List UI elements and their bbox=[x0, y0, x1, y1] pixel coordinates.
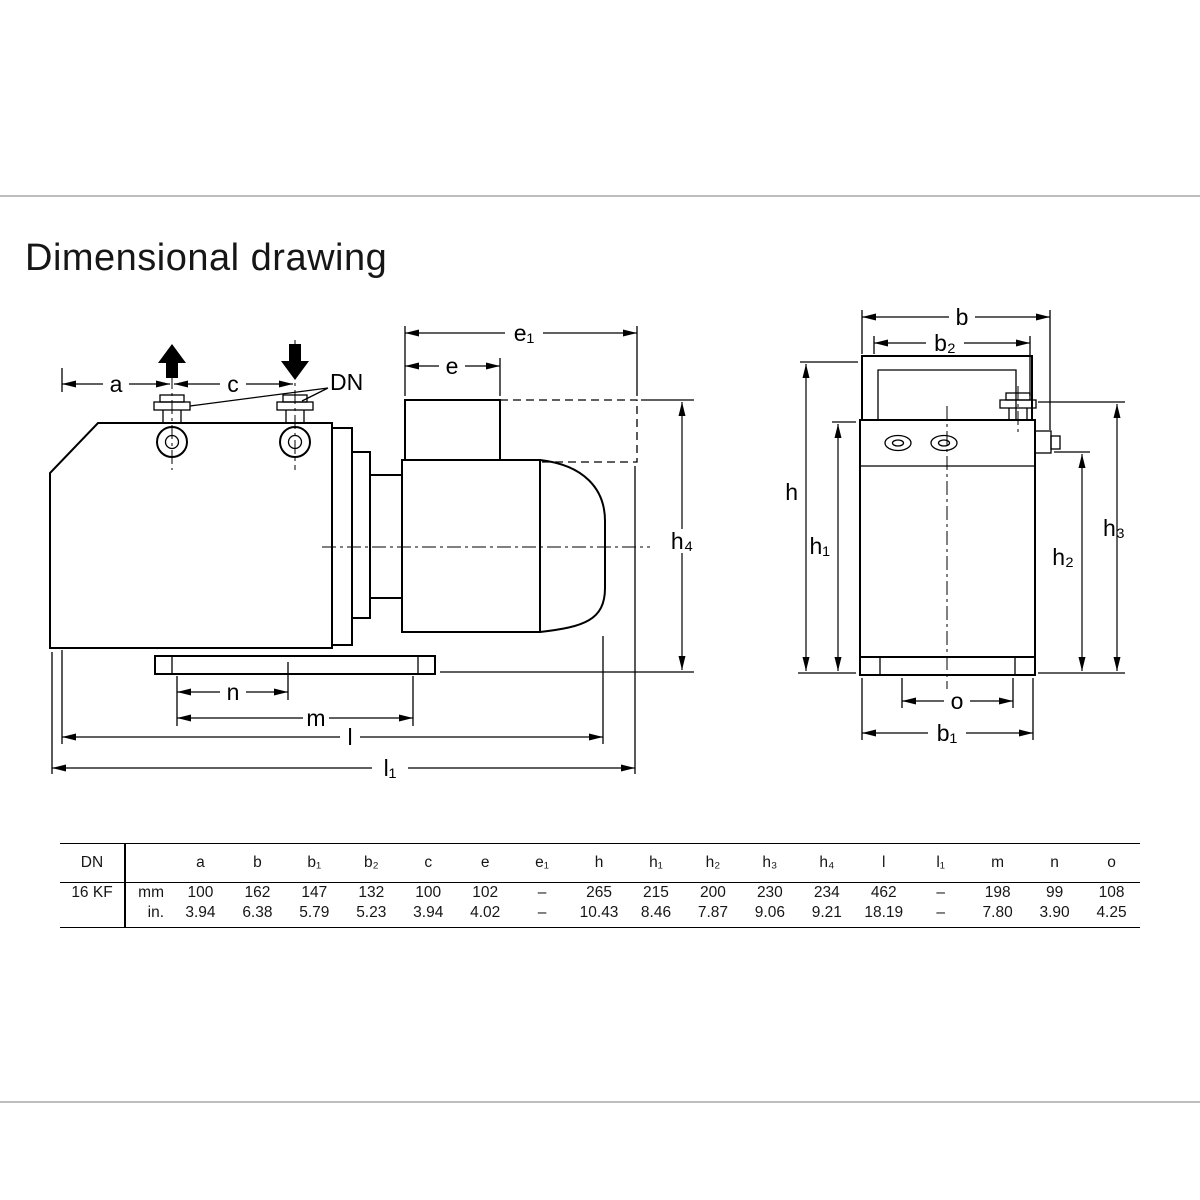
front-view: b b₂ h h₁ h₂ h₃ o b₁ bbox=[785, 304, 1125, 746]
exhaust-arrow-icon bbox=[281, 344, 309, 380]
dim-label-n: n bbox=[227, 679, 240, 705]
unit-label: mm bbox=[138, 884, 164, 901]
col-header-l1: l₁ bbox=[936, 854, 946, 871]
gas-ballast-knob bbox=[1034, 430, 1052, 454]
table-cell: 162 bbox=[244, 884, 271, 901]
table-cell: 5.79 bbox=[299, 904, 330, 921]
table-cell: 18.19 bbox=[864, 904, 904, 921]
table-cell: 3.94 bbox=[185, 904, 216, 921]
dim-label-m: m bbox=[306, 705, 325, 731]
col-header-l: l bbox=[882, 854, 886, 871]
table-cell: 147 bbox=[301, 884, 328, 901]
dim-label-b1: b₁ bbox=[937, 720, 958, 746]
terminal-box bbox=[404, 399, 501, 461]
base-plate-front bbox=[859, 656, 1036, 676]
dim-label-l: l bbox=[347, 724, 352, 750]
table-cell: 9.06 bbox=[754, 904, 785, 921]
pump-body-outline bbox=[49, 422, 333, 649]
pump-body-front bbox=[859, 419, 1036, 658]
col-header-a: a bbox=[196, 854, 205, 871]
page-title: Dimensional drawing bbox=[25, 237, 388, 279]
table-row-in: in. 3.94 6.38 5.79 5.23 3.94 4.02 – 10.4… bbox=[60, 903, 1140, 923]
dimension-table: DN a b b₁ b₂ c e e₁ h h₁ h₂ h₃ h₄ l l₁ m… bbox=[60, 843, 1140, 928]
col-header-h: h bbox=[594, 854, 604, 871]
col-header-h1: h₁ bbox=[649, 854, 663, 871]
dim-label-b: b bbox=[956, 304, 969, 330]
table-cell: 100 bbox=[415, 884, 442, 901]
top-divider bbox=[0, 195, 1200, 197]
dim-label-a: a bbox=[110, 371, 123, 397]
motor-body bbox=[401, 459, 541, 633]
side-view: a c DN e e₁ h₄ n m l l₁ bbox=[49, 320, 702, 781]
table-cell: 3.90 bbox=[1039, 904, 1070, 921]
table-cell: 215 bbox=[643, 884, 669, 901]
table-cell: 132 bbox=[358, 884, 385, 901]
col-header-b1: b₁ bbox=[307, 854, 322, 871]
dim-label-h1: h₁ bbox=[809, 533, 830, 559]
table-cell: 6.38 bbox=[242, 904, 273, 921]
col-header-h2: h₂ bbox=[705, 854, 721, 871]
table-cell: 462 bbox=[870, 884, 897, 901]
col-header-c: c bbox=[424, 854, 433, 871]
table-cell: 4.25 bbox=[1096, 904, 1127, 921]
table-cell: 99 bbox=[1045, 884, 1064, 901]
alternate-position-dashed bbox=[500, 399, 638, 463]
table-cell: 8.46 bbox=[640, 904, 672, 921]
right-port-flange bbox=[276, 401, 314, 411]
dim-label-h: h bbox=[785, 479, 798, 505]
col-header-h4: h₄ bbox=[819, 854, 835, 871]
dim-label-e: e bbox=[446, 353, 459, 379]
col-header-b2: b₂ bbox=[363, 854, 379, 871]
dim-label-l1: l₁ bbox=[384, 755, 397, 781]
table-cell: 230 bbox=[756, 884, 783, 901]
dim-label-e1: e₁ bbox=[514, 320, 535, 346]
left-port-flange bbox=[153, 401, 191, 411]
dn-value: 16 KF bbox=[71, 884, 113, 901]
table-cell: 100 bbox=[187, 884, 214, 901]
table-cell: – bbox=[936, 904, 946, 921]
table-cell: 108 bbox=[1098, 884, 1125, 901]
col-header-e1: e₁ bbox=[535, 854, 550, 871]
table-cell: 9.21 bbox=[811, 904, 842, 921]
handle-outline bbox=[861, 355, 1033, 420]
col-header-h3: h₃ bbox=[762, 854, 778, 871]
table-cell: 3.94 bbox=[413, 904, 444, 921]
front-port-flange bbox=[999, 399, 1037, 409]
dim-label-o: o bbox=[951, 688, 964, 714]
table-divider-line bbox=[124, 844, 126, 927]
col-header-o: o bbox=[1107, 854, 1116, 871]
col-header-m: m bbox=[991, 854, 1005, 871]
bottom-divider bbox=[0, 1101, 1200, 1103]
base-plate bbox=[154, 655, 436, 675]
table-cell: 102 bbox=[472, 884, 499, 901]
col-header-dn: DN bbox=[80, 854, 104, 871]
motor-end-bell bbox=[539, 459, 606, 633]
col-header-e: e bbox=[480, 854, 490, 871]
table-cell: – bbox=[936, 884, 946, 901]
table-cell: 198 bbox=[984, 884, 1011, 901]
table-cell: 265 bbox=[586, 884, 612, 901]
table-cell: 234 bbox=[813, 884, 840, 901]
dim-label-b2: b₂ bbox=[934, 330, 956, 356]
dim-label-h4: h₄ bbox=[671, 528, 693, 554]
table-cell: 10.43 bbox=[579, 904, 619, 921]
table-cell: 7.87 bbox=[697, 904, 729, 921]
table-row-mm: 16 KF mm 100 162 147 132 100 102 – 265 2… bbox=[60, 883, 1140, 903]
table-cell: 4.02 bbox=[470, 904, 501, 921]
table-cell: 200 bbox=[700, 884, 726, 901]
col-header-b: b bbox=[253, 854, 262, 871]
dim-label-h3: h₃ bbox=[1103, 515, 1125, 541]
table-cell: – bbox=[537, 884, 547, 901]
intake-arrow-icon bbox=[158, 344, 186, 378]
table-cell: 7.80 bbox=[982, 904, 1013, 921]
dim-label-h2: h₂ bbox=[1052, 544, 1074, 570]
table-header-row: DN a b b₁ b₂ c e e₁ h h₁ h₂ h₃ h₄ l l₁ m… bbox=[60, 844, 1140, 883]
col-header-n: n bbox=[1050, 854, 1059, 871]
table-cell: – bbox=[537, 904, 547, 921]
dim-label-dn: DN bbox=[330, 369, 363, 395]
table-cell: 5.23 bbox=[356, 904, 387, 921]
unit-label: in. bbox=[147, 904, 164, 921]
dim-label-c: c bbox=[227, 371, 239, 397]
